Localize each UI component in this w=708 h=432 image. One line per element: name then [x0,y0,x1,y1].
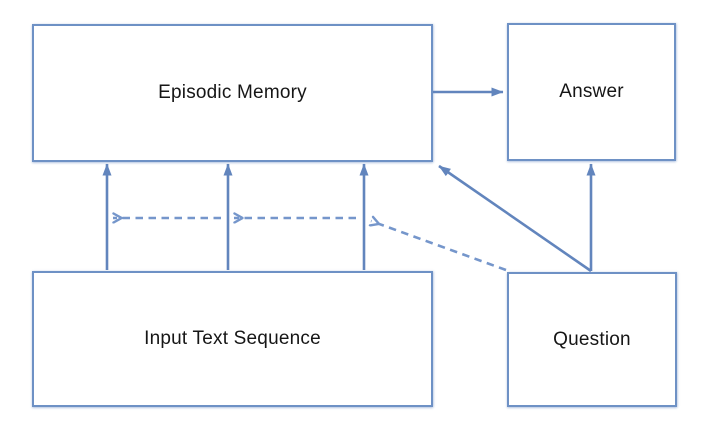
node-input-text-sequence-label: Input Text Sequence [144,328,321,349]
node-answer-label: Answer [559,81,624,102]
node-episodic-memory: Episodic Memory [32,24,433,162]
node-input-text-sequence: Input Text Sequence [32,271,433,407]
node-question: Question [507,272,677,407]
node-answer: Answer [507,23,676,161]
node-episodic-memory-label: Episodic Memory [158,82,307,103]
arrow-question-to-episodic [438,164,592,273]
dashed-arrow-question-to-pass3 [371,221,507,272]
node-question-label: Question [553,328,631,350]
